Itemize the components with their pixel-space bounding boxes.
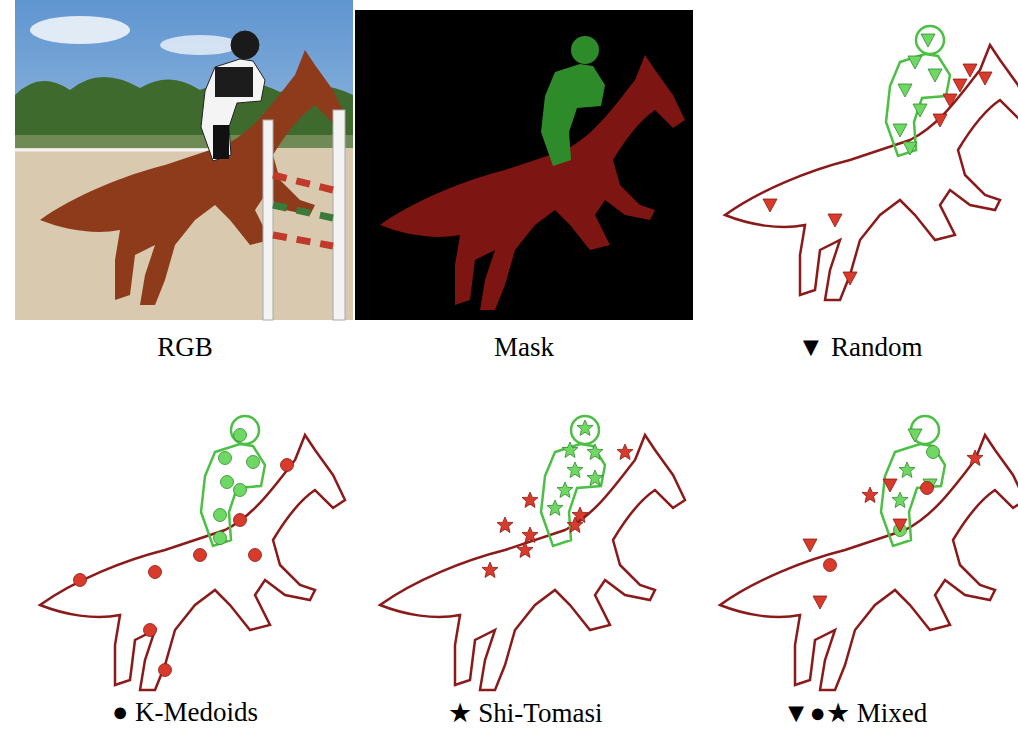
point-marker	[234, 514, 247, 527]
contour-panel	[720, 416, 1018, 690]
point-marker	[497, 517, 513, 533]
point-marker	[617, 444, 633, 460]
point-marker	[862, 487, 878, 503]
point-marker	[281, 459, 294, 472]
point-marker	[567, 517, 583, 533]
point-marker	[893, 519, 907, 532]
point-marker	[921, 482, 934, 495]
point-marker	[943, 94, 957, 107]
point-marker	[557, 482, 573, 498]
contour-panel	[40, 416, 345, 690]
point-marker	[763, 199, 777, 212]
panel-caption: ● K-Medoids	[112, 697, 258, 728]
point-marker	[913, 104, 927, 117]
contour-panels	[40, 26, 1018, 690]
rider-contour	[886, 26, 950, 156]
panel-caption: ▼ Random	[798, 332, 923, 363]
point-marker	[482, 562, 498, 578]
point-marker	[214, 532, 227, 545]
point-marker	[933, 114, 947, 127]
point-marker	[74, 574, 87, 587]
panel-caption: Mask	[494, 332, 554, 363]
contour-panel	[725, 26, 1018, 300]
mask-image	[355, 10, 693, 320]
point-marker	[903, 142, 917, 155]
rider-contour	[541, 416, 605, 546]
point-marker	[587, 444, 603, 460]
point-marker	[587, 470, 603, 486]
point-marker	[908, 429, 922, 442]
point-marker	[577, 420, 593, 436]
point-marker	[234, 484, 247, 497]
point-marker	[159, 664, 172, 677]
point-marker	[144, 624, 157, 637]
point-marker	[824, 559, 837, 572]
point-marker	[899, 462, 915, 478]
point-marker	[978, 72, 992, 85]
point-marker	[908, 56, 922, 69]
horse-contour	[40, 435, 345, 690]
point-marker	[194, 549, 207, 562]
horse-contour	[725, 45, 1018, 300]
point-marker	[219, 452, 232, 465]
panel-caption: RGB	[157, 332, 213, 363]
point-marker	[828, 214, 842, 227]
panel-caption: ★ Shi-Tomasi	[448, 697, 603, 729]
point-marker	[843, 272, 857, 285]
point-marker	[892, 492, 908, 508]
point-marker	[567, 462, 583, 478]
point-marker	[813, 596, 827, 609]
point-marker	[221, 476, 234, 489]
point-marker	[893, 124, 907, 137]
point-marker	[562, 442, 578, 458]
point-marker	[234, 429, 247, 442]
point-marker	[247, 456, 260, 469]
rgb-photo	[15, 0, 353, 320]
point-marker	[953, 79, 967, 92]
point-marker	[928, 69, 942, 82]
rider-contour	[201, 416, 265, 546]
point-marker	[967, 450, 983, 466]
point-marker	[149, 566, 162, 579]
point-marker	[522, 527, 538, 543]
panel-caption: ▼●★ Mixed	[783, 697, 927, 729]
point-marker	[522, 492, 538, 508]
point-marker	[803, 539, 817, 552]
point-marker	[249, 549, 262, 562]
point-marker	[883, 479, 897, 492]
point-marker	[517, 542, 533, 558]
horse-contour	[720, 435, 1018, 690]
point-marker	[963, 64, 977, 77]
rider-contour	[881, 416, 945, 546]
point-marker	[214, 509, 227, 522]
horse-contour	[380, 435, 685, 690]
point-marker	[927, 446, 940, 459]
contour-panel	[380, 416, 685, 690]
point-marker	[547, 500, 563, 516]
point-marker	[898, 84, 912, 97]
point-marker	[921, 34, 935, 47]
